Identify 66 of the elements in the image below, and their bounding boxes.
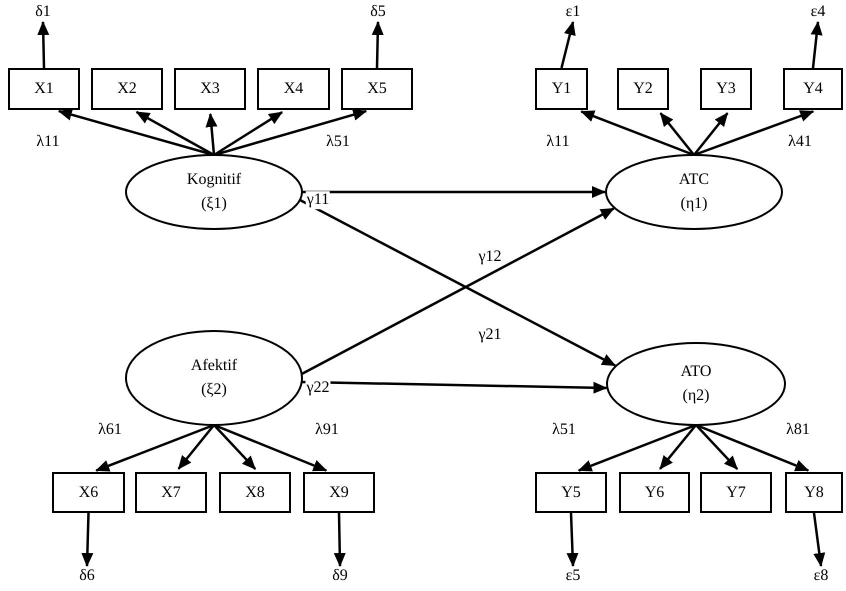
arrow [37, 21, 50, 68]
indicator-box: Y7 [700, 472, 772, 513]
arrow [812, 512, 826, 567]
error-term-text: δ9 [332, 566, 348, 586]
arrow [566, 512, 578, 567]
arrow [95, 424, 214, 472]
arrow [659, 424, 697, 470]
arrow [206, 113, 218, 156]
arrow [334, 512, 346, 567]
indicator-box: Y3 [700, 68, 752, 110]
arrow [213, 111, 283, 156]
latent-variable-ellipse [125, 154, 303, 230]
arrow [695, 424, 738, 470]
construct-name: ATC [678, 170, 710, 190]
arrow [810, 21, 823, 68]
path-coefficient-label: γ11 [306, 191, 330, 209]
error-term-text: ε1 [566, 2, 580, 22]
path-coefficient-label: γ22 [305, 379, 331, 397]
error-term-text: δ1 [35, 2, 51, 22]
arrow [372, 21, 384, 68]
indicator-box: X5 [341, 68, 413, 110]
arrow [660, 112, 695, 156]
error-term-text: δ6 [79, 566, 95, 586]
arrow [694, 110, 814, 156]
path-coefficient-label: γ21 [477, 326, 503, 344]
arrow [578, 424, 696, 472]
error-term-text: ε5 [566, 566, 580, 586]
indicator-box: Y8 [785, 472, 843, 513]
error-term-text: δ5 [370, 2, 386, 22]
construct-symbol: (η2) [682, 386, 710, 406]
indicator-box: X6 [52, 472, 125, 513]
indicator-box: X1 [8, 68, 80, 110]
indicator-box: X3 [174, 68, 246, 110]
indicator-box: Y1 [535, 68, 588, 110]
arrow [302, 380, 608, 394]
construct-symbol: (η1) [680, 194, 708, 214]
latent-variable-ellipse [606, 342, 786, 426]
latent-variable-ellipse [125, 330, 303, 426]
arrow [213, 424, 256, 470]
latent-variable-ellipse [605, 154, 783, 230]
indicator-box: Y4 [783, 68, 843, 110]
construct-name: ATO [680, 362, 712, 382]
construct-name: Kognitif [186, 170, 242, 190]
arrow [560, 21, 576, 68]
error-term-text: ε4 [810, 2, 826, 22]
arrow [136, 110, 215, 156]
construct-name: Afektif [190, 356, 238, 376]
arrow [178, 424, 215, 470]
arrow [696, 424, 810, 472]
construct-symbol: (ξ1) [201, 194, 227, 214]
arrow [693, 112, 728, 156]
indicator-box: Y2 [617, 68, 669, 110]
indicator-box: X7 [135, 472, 207, 513]
arrow [580, 110, 694, 156]
error-term-text: ε8 [814, 566, 828, 586]
indicator-box: Y6 [619, 472, 690, 513]
indicator-box: X9 [303, 472, 375, 513]
arrow [81, 512, 94, 567]
path-coefficient-label: γ12 [477, 248, 503, 266]
indicator-box: X8 [219, 472, 291, 513]
indicator-box: X2 [91, 68, 163, 110]
arrow [214, 424, 328, 472]
indicator-box: Y5 [535, 472, 607, 513]
arrow [302, 186, 606, 198]
indicator-box: X4 [257, 68, 330, 110]
construct-symbol: (ξ2) [201, 380, 227, 400]
